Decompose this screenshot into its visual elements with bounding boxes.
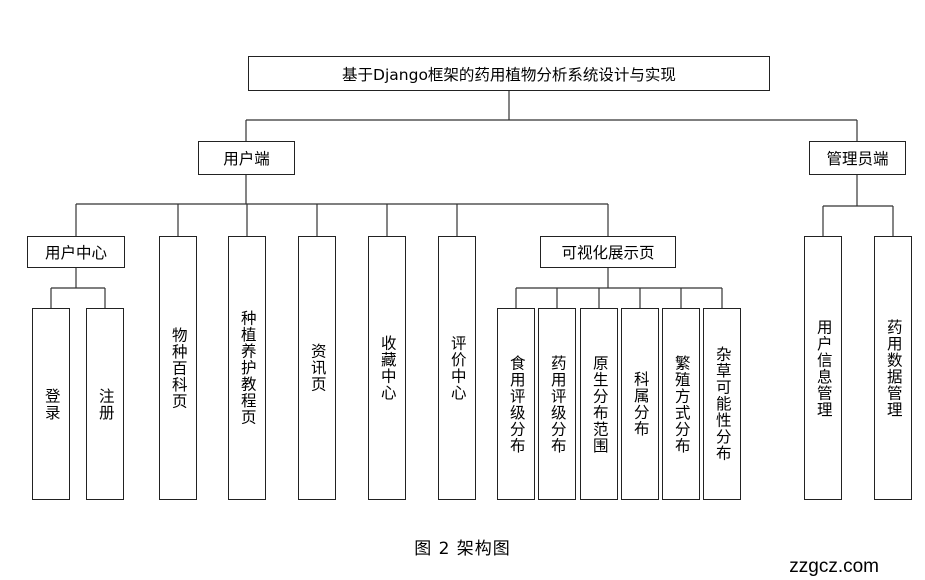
user-side-label: 用户端 bbox=[223, 150, 270, 168]
admin-label: 药用数据管理 bbox=[884, 318, 903, 418]
admin-side-node: 管理员端 bbox=[809, 141, 906, 175]
admin-side-label: 管理员端 bbox=[826, 150, 889, 168]
viz-label: 原生分布范围 bbox=[590, 354, 609, 454]
page-node-reviews: 评价中心 bbox=[438, 236, 476, 500]
viz-label: 杂草可能性分布 bbox=[713, 346, 732, 462]
root-label: 基于Django框架的药用植物分析系统设计与实现 bbox=[342, 65, 676, 84]
user-center-node: 用户中心 bbox=[27, 236, 125, 268]
page-node-favorites: 收藏中心 bbox=[368, 236, 406, 500]
viz-node-propagation: 繁殖方式分布 bbox=[662, 308, 700, 500]
viz-label: 科属分布 bbox=[631, 371, 650, 437]
viz-label: 繁殖方式分布 bbox=[672, 354, 691, 454]
login-node: 登录 bbox=[32, 308, 70, 500]
admin-node-user-info: 用户信息管理 bbox=[804, 236, 842, 500]
page-node-species-encyclopedia: 物种百科页 bbox=[159, 236, 197, 500]
viz-label: 食用评级分布 bbox=[507, 354, 526, 454]
page-label: 物种百科页 bbox=[169, 326, 188, 410]
page-node-news: 资讯页 bbox=[298, 236, 336, 500]
viz-node-weed-potential: 杂草可能性分布 bbox=[703, 308, 741, 500]
viz-node-medicinal-rating: 药用评级分布 bbox=[538, 308, 576, 500]
viz-node-native-range: 原生分布范围 bbox=[580, 308, 618, 500]
page-label: 资讯页 bbox=[308, 343, 327, 393]
visualization-node: 可视化展示页 bbox=[540, 236, 676, 268]
visualization-label: 可视化展示页 bbox=[561, 244, 655, 262]
user-side-node: 用户端 bbox=[198, 141, 295, 175]
page-node-planting-tutorial: 种植养护教程页 bbox=[228, 236, 266, 500]
page-label: 收藏中心 bbox=[378, 335, 397, 401]
viz-node-family-genus: 科属分布 bbox=[621, 308, 659, 500]
admin-node-medicinal-data: 药用数据管理 bbox=[874, 236, 912, 500]
figure-caption: 图 2 架构图 bbox=[414, 539, 511, 559]
page-label: 种植养护教程页 bbox=[238, 310, 257, 426]
register-node: 注册 bbox=[86, 308, 124, 500]
user-center-label: 用户中心 bbox=[44, 244, 107, 262]
viz-node-edible-rating: 食用评级分布 bbox=[497, 308, 535, 500]
login-label: 登录 bbox=[42, 387, 61, 421]
root-node: 基于Django框架的药用植物分析系统设计与实现 bbox=[248, 56, 770, 91]
page-label: 评价中心 bbox=[448, 335, 467, 401]
watermark: zzgcz.com bbox=[789, 556, 879, 577]
viz-label: 药用评级分布 bbox=[548, 354, 567, 454]
admin-label: 用户信息管理 bbox=[814, 318, 833, 418]
register-label: 注册 bbox=[96, 387, 115, 421]
